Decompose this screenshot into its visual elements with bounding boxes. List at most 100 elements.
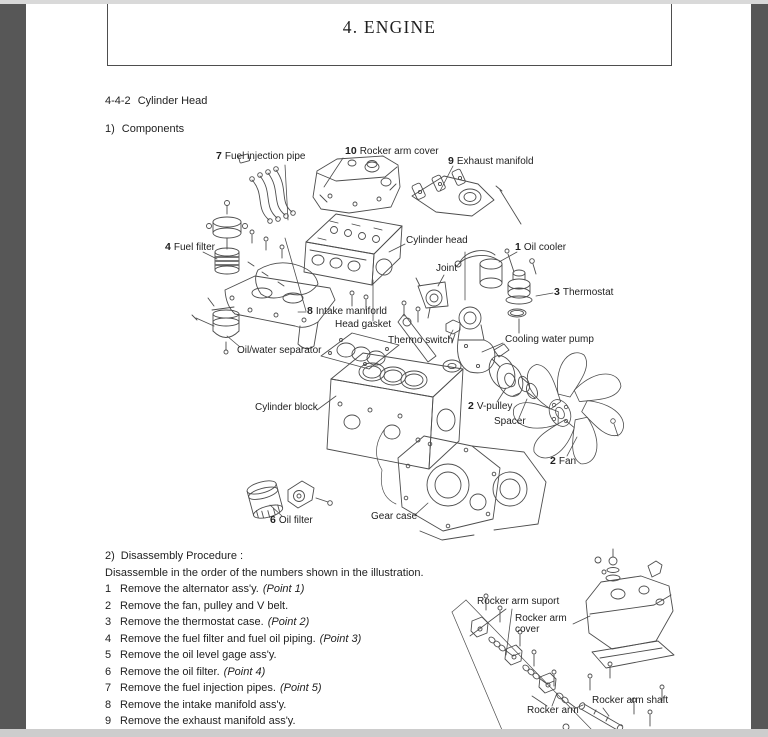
inset-label-rocker-arm: Rocker arm [527,705,579,717]
label-num: 2 [550,455,556,467]
step-text: Remove the exhaust manifold ass'y. [120,713,296,730]
step-number: 8 [105,698,112,711]
part-label-head-gasket: Head gasket [335,319,391,331]
procedure-step: 4 Remove the fuel filter and fuel oil pip… [105,631,455,648]
part-label-cylinder-head: Cylinder head [406,235,468,247]
label-text: Rocker arm [527,705,579,716]
part-label-joint: Joint [436,263,457,275]
label-text: Exhaust manifold [456,156,534,167]
step-text-main: Remove the thermostat case. [120,616,264,628]
procedure-step: 8 Remove the intake manifold ass'y. [105,697,455,714]
part-label-gear-case: Gear case [371,511,417,523]
label-num: 7 [216,150,222,162]
rocker-arm-cover-part [312,155,401,214]
step-point: (Point 5) [279,682,322,694]
label-num: 6 [270,514,276,526]
label-text: Oil filter [278,515,313,526]
inset-leader-lines [469,608,610,717]
cylinder-block-part [326,352,464,470]
step-point: (Point 1) [262,583,305,595]
page-title: 4. ENGINE [342,17,437,37]
inset-rocker-cover-part [585,548,675,669]
step-text: Remove the fuel injection pipes.(Point 5… [120,680,322,697]
spacer-part [518,375,538,400]
part-label-cylinder-block: Cylinder block [255,402,318,414]
label-num: 3 [554,286,560,298]
procedure-section: 2) Disassembly Procedure : Disassemble i… [105,548,455,730]
label-text: Oil/water separator [237,345,322,356]
procedure-step: 2 Remove the fan, pulley and V belt. [105,598,455,615]
step-number: 4 [105,632,112,645]
step-number: 1 [105,583,112,595]
label-num: 4 [165,241,171,253]
step-number: 6 [105,665,112,678]
step-text-main: Remove the fan, pulley and V belt. [120,599,289,612]
fuel-injection-pipe-part [238,153,296,287]
part-label-oil-water-separator: Oil/water separator [237,345,322,357]
procedure-step: 6 Remove the oil filter.(Point 4) [105,664,455,681]
inset-label-rocker-arm-cover: Rocker arm cover [515,613,567,635]
section-number: 4-4-2 [105,95,131,107]
step-text: Remove the oil level gage ass'y. [120,647,277,664]
step-number: 2 [105,599,112,612]
intake-manifold-part [191,262,336,349]
step-point: (Point 2) [267,616,310,628]
label-text: Rocker arm suport [477,596,560,607]
header-box: 4. ENGINE [107,3,672,66]
step-number: 5 [105,649,112,661]
thermo-switch-part [397,313,461,363]
step-text: Remove the intake manifold ass'y. [120,697,286,714]
label-text: Cooling water pump [505,334,594,345]
fuel-filter-part [206,200,248,275]
procedure-step: 1 Remove the alternator ass'y.(Point 1) [105,581,455,598]
cooling-water-pump-part [442,306,510,374]
label-text: V-pulley [476,401,513,412]
step-text-main: Remove the fuel filter and fuel oil pipi… [120,632,316,645]
label-text: Rocker arm shaft [592,695,669,706]
label-text-line2: cover [515,623,540,635]
procedure-title: Disassembly Procedure : [120,550,244,562]
step-text: Remove the fuel filter and fuel oil pipi… [120,631,361,648]
valve-parts [349,290,421,323]
oil-cooler-part [454,248,515,289]
part-label-thermo-switch: Thermo switch [388,335,454,347]
oil-water-separator-part [207,297,240,355]
step-text: Remove the oil filter.(Point 4) [120,664,265,681]
step-text-main: Remove the exhaust manifold ass'y. [120,715,296,727]
label-text: Thermo switch [388,335,454,346]
label-text: Fan [558,456,577,467]
horizontal-scrollbar-track[interactable] [0,729,768,737]
inset-label-rocker-arm-shaft: Rocker arm shaft [592,695,669,707]
v-pulley-part [488,355,524,397]
step-text-main: Remove the intake manifold ass'y. [120,698,287,711]
joint-part [415,277,449,319]
step-text: Remove the fan, pulley and V belt. [120,598,288,615]
step-text: Remove the alternator ass'y.(Point 1) [120,581,304,598]
label-text: Spacer [494,416,526,427]
step-text-main: Remove the fuel injection pipes. [120,682,276,694]
label-text: Cylinder block [255,402,318,413]
procedure-step: 3 Remove the thermostat case.(Point 2) [105,614,455,631]
label-text: Intake maniforld [315,306,387,317]
label-text: Rocker arm cover [359,146,439,157]
label-num: 1 [515,241,521,253]
step-number: 3 [105,616,112,628]
procedure-step: 5 Remove the oil level gage ass'y. [105,647,455,664]
label-text: Fuel filter [173,242,215,253]
exhaust-manifold-part [411,168,522,225]
label-num: 9 [448,155,454,167]
label-text: Cylinder head [406,235,468,246]
label-text-line1: Rocker arm [515,613,567,624]
step-text-main: Remove the oil filter. [120,665,220,678]
components-title: Components [121,123,185,135]
